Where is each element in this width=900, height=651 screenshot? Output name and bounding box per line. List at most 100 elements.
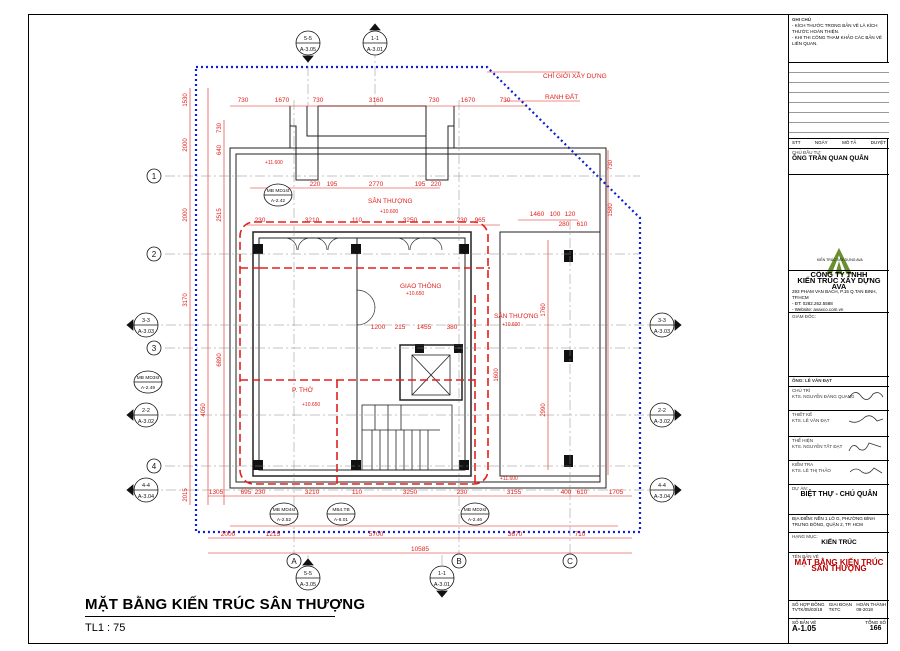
sec-7-sheet: A-3.04 xyxy=(654,494,670,500)
det-1-sheet: A-2.49 xyxy=(141,385,155,391)
dim-bot1-8: 400 xyxy=(561,489,572,496)
property-boundary xyxy=(194,65,642,534)
notes-section: GHI CHÚ - KÍCH THƯỚC TRONG BẢN VẼ LÀ KÍC… xyxy=(789,16,889,48)
dim-right-2: 1760 xyxy=(541,303,547,317)
sec-3-num: 2-2 xyxy=(142,408,150,414)
grid-col-c: C xyxy=(567,557,573,566)
level-4: +10.600 xyxy=(380,209,398,215)
sec-9-num: 1-1 xyxy=(438,571,446,577)
dim-in3-2: 120 xyxy=(565,211,576,218)
sheet-row: SỐ BẢN VẼ A-1.05 TỔNG SỐ 166 xyxy=(789,618,889,633)
company-section: CÔNG TY TNHH KIẾN TRÚC XÂY DỰNG AVA xyxy=(789,270,889,291)
dim-left-6: 640 xyxy=(217,144,223,155)
dim-bot1-10: 1705 xyxy=(609,489,624,496)
dim-in2-4: 230 xyxy=(457,217,468,224)
section-markers xyxy=(126,23,682,598)
dim-in2-1: 3210 xyxy=(305,217,320,224)
dim-left-1: 2000 xyxy=(183,138,189,152)
setback-label: CHỈ GIỚI XÂY DỰNG xyxy=(543,71,607,80)
dim-mid-2: 1455 xyxy=(417,324,432,331)
dim-in2-5: 965 xyxy=(475,217,486,224)
dim-in3-3: 280 xyxy=(559,221,570,228)
det-2-num: MB MD4st xyxy=(273,507,296,513)
dim-left-0: 1530 xyxy=(183,93,189,107)
dim-left-3: 3170 xyxy=(183,293,189,307)
sec-7-num: 4-4 xyxy=(658,483,666,489)
dim-in1-3: 195 xyxy=(415,181,426,188)
drawing-name-2: SÂN THƯỢNG xyxy=(811,564,867,573)
client-section: CHỦ ĐẦU TƯ: ÔNG TRẦN QUAN QUÂN xyxy=(789,148,889,163)
grid-lines xyxy=(130,48,660,580)
doors xyxy=(284,237,443,326)
dim-right-4: 1600 xyxy=(494,368,500,382)
dim-bot1-5: 3250 xyxy=(403,489,418,496)
level-3: +10.650 xyxy=(302,402,320,408)
contract-value: TVTK/05/03/18 xyxy=(792,607,823,612)
role-name-3: KTS. LÊ THỊ THẢO xyxy=(792,468,831,473)
dim-bot1-7: 3155 xyxy=(507,489,522,496)
role-row-2: THỂ HIỆN KTS. NGUYỄN TẤT ĐẠT xyxy=(789,436,889,456)
dim-bot1-0: 1305 xyxy=(209,489,224,496)
dim-bot2-2: 5700 xyxy=(369,531,384,538)
dim-bot2-4: 710 xyxy=(575,531,586,538)
dim-left-8: 6890 xyxy=(217,353,223,367)
drawing-name-section: TÊN BẢN VẼ MẶT BẰNG KIẾN TRÚC SÂN THƯỢNG xyxy=(789,552,889,573)
signature-icon xyxy=(848,392,884,400)
total-cell: TỔNG SỐ 166 xyxy=(865,620,886,632)
client-name: ÔNG TRẦN QUAN QUÂN xyxy=(792,155,869,162)
sec-5-num: 3-3 xyxy=(658,318,666,324)
contract-label: SỐ HỢP ĐỒNG xyxy=(792,602,825,607)
sec-0-num: 5-5 xyxy=(304,36,312,42)
dim-left-7: 2515 xyxy=(217,208,223,222)
done-label: HOÀN THÀNH xyxy=(856,602,886,607)
detail-tags xyxy=(133,183,490,526)
grid-row-4: 4 xyxy=(152,462,157,471)
columns xyxy=(253,244,573,470)
grid-row-3: 3 xyxy=(152,344,157,353)
dim-in3-0: 1460 xyxy=(530,211,545,218)
client-label: CHỦ ĐẦU TƯ: xyxy=(792,150,822,155)
director-section: GIÁM ĐỐC: xyxy=(789,312,889,378)
room-san-thuong-right: SÂN THƯỢNG xyxy=(494,311,539,320)
det-3-sheet: A-8.01 xyxy=(334,517,348,523)
dim-right-3: 2990 xyxy=(541,403,547,417)
dim-bot2-1: 1215 xyxy=(266,531,281,538)
project-section: DỰ ÁN: BIỆT THỰ - CHÚ QUÂN xyxy=(789,484,889,499)
sheet-label: SỐ BẢN VẼ xyxy=(792,620,817,625)
boundary-label: RANH ĐẤT xyxy=(545,91,578,101)
rev-col-ngay: NGÀY xyxy=(814,140,828,145)
notes-header: GHI CHÚ xyxy=(792,17,811,22)
signature-icon xyxy=(848,415,884,423)
det-4-sheet: A-2.46 xyxy=(468,517,482,523)
dim-in3-4: 610 xyxy=(577,221,588,228)
sec-3-sheet: A-3.02 xyxy=(138,419,154,425)
signature-icon xyxy=(849,467,883,474)
sec-1-sheet: A-3.01 xyxy=(367,47,383,53)
grid-row-1: 1 xyxy=(152,172,157,181)
phase-value: TKTC xyxy=(828,607,841,612)
project-location: ĐỊA ĐIỂM: NỀN 1 LÔ G, PHƯỜNG BÌNH TRƯNG … xyxy=(792,516,875,527)
sheet-cell: SỐ BẢN VẼ A-1.05 xyxy=(792,620,817,633)
grid-bubbles xyxy=(146,168,578,569)
sec-6-sheet: A-3.02 xyxy=(654,419,670,425)
outer-walls xyxy=(229,105,607,489)
sec-2-num: 3-3 xyxy=(142,318,150,324)
company-phone: - ĐT: 0282.262.5588 xyxy=(792,301,833,306)
company-web: - Website: avaxco.com.vn xyxy=(792,307,844,312)
role-label-3: KIỂM TRA xyxy=(792,462,814,467)
rev-col-stt: STT xyxy=(792,140,801,145)
sec-2-sheet: A-3.03 xyxy=(138,329,154,335)
drawing-scale: TL1 : 75 xyxy=(85,622,126,634)
sec-1-num: 1-1 xyxy=(371,36,379,42)
room-giao-thong: GIAO THÔNG xyxy=(400,281,441,290)
dim-top-5: 1670 xyxy=(461,97,476,104)
location-section: ĐỊA ĐIỂM: NỀN 1 LÔ G, PHƯỜNG BÌNH TRƯNG … xyxy=(789,514,889,529)
sheet-frame xyxy=(28,14,888,644)
dim-left-5: 730 xyxy=(217,122,223,133)
sec-4-sheet: A-3.04 xyxy=(138,494,154,500)
dim-bot1-2: 230 xyxy=(255,489,266,496)
